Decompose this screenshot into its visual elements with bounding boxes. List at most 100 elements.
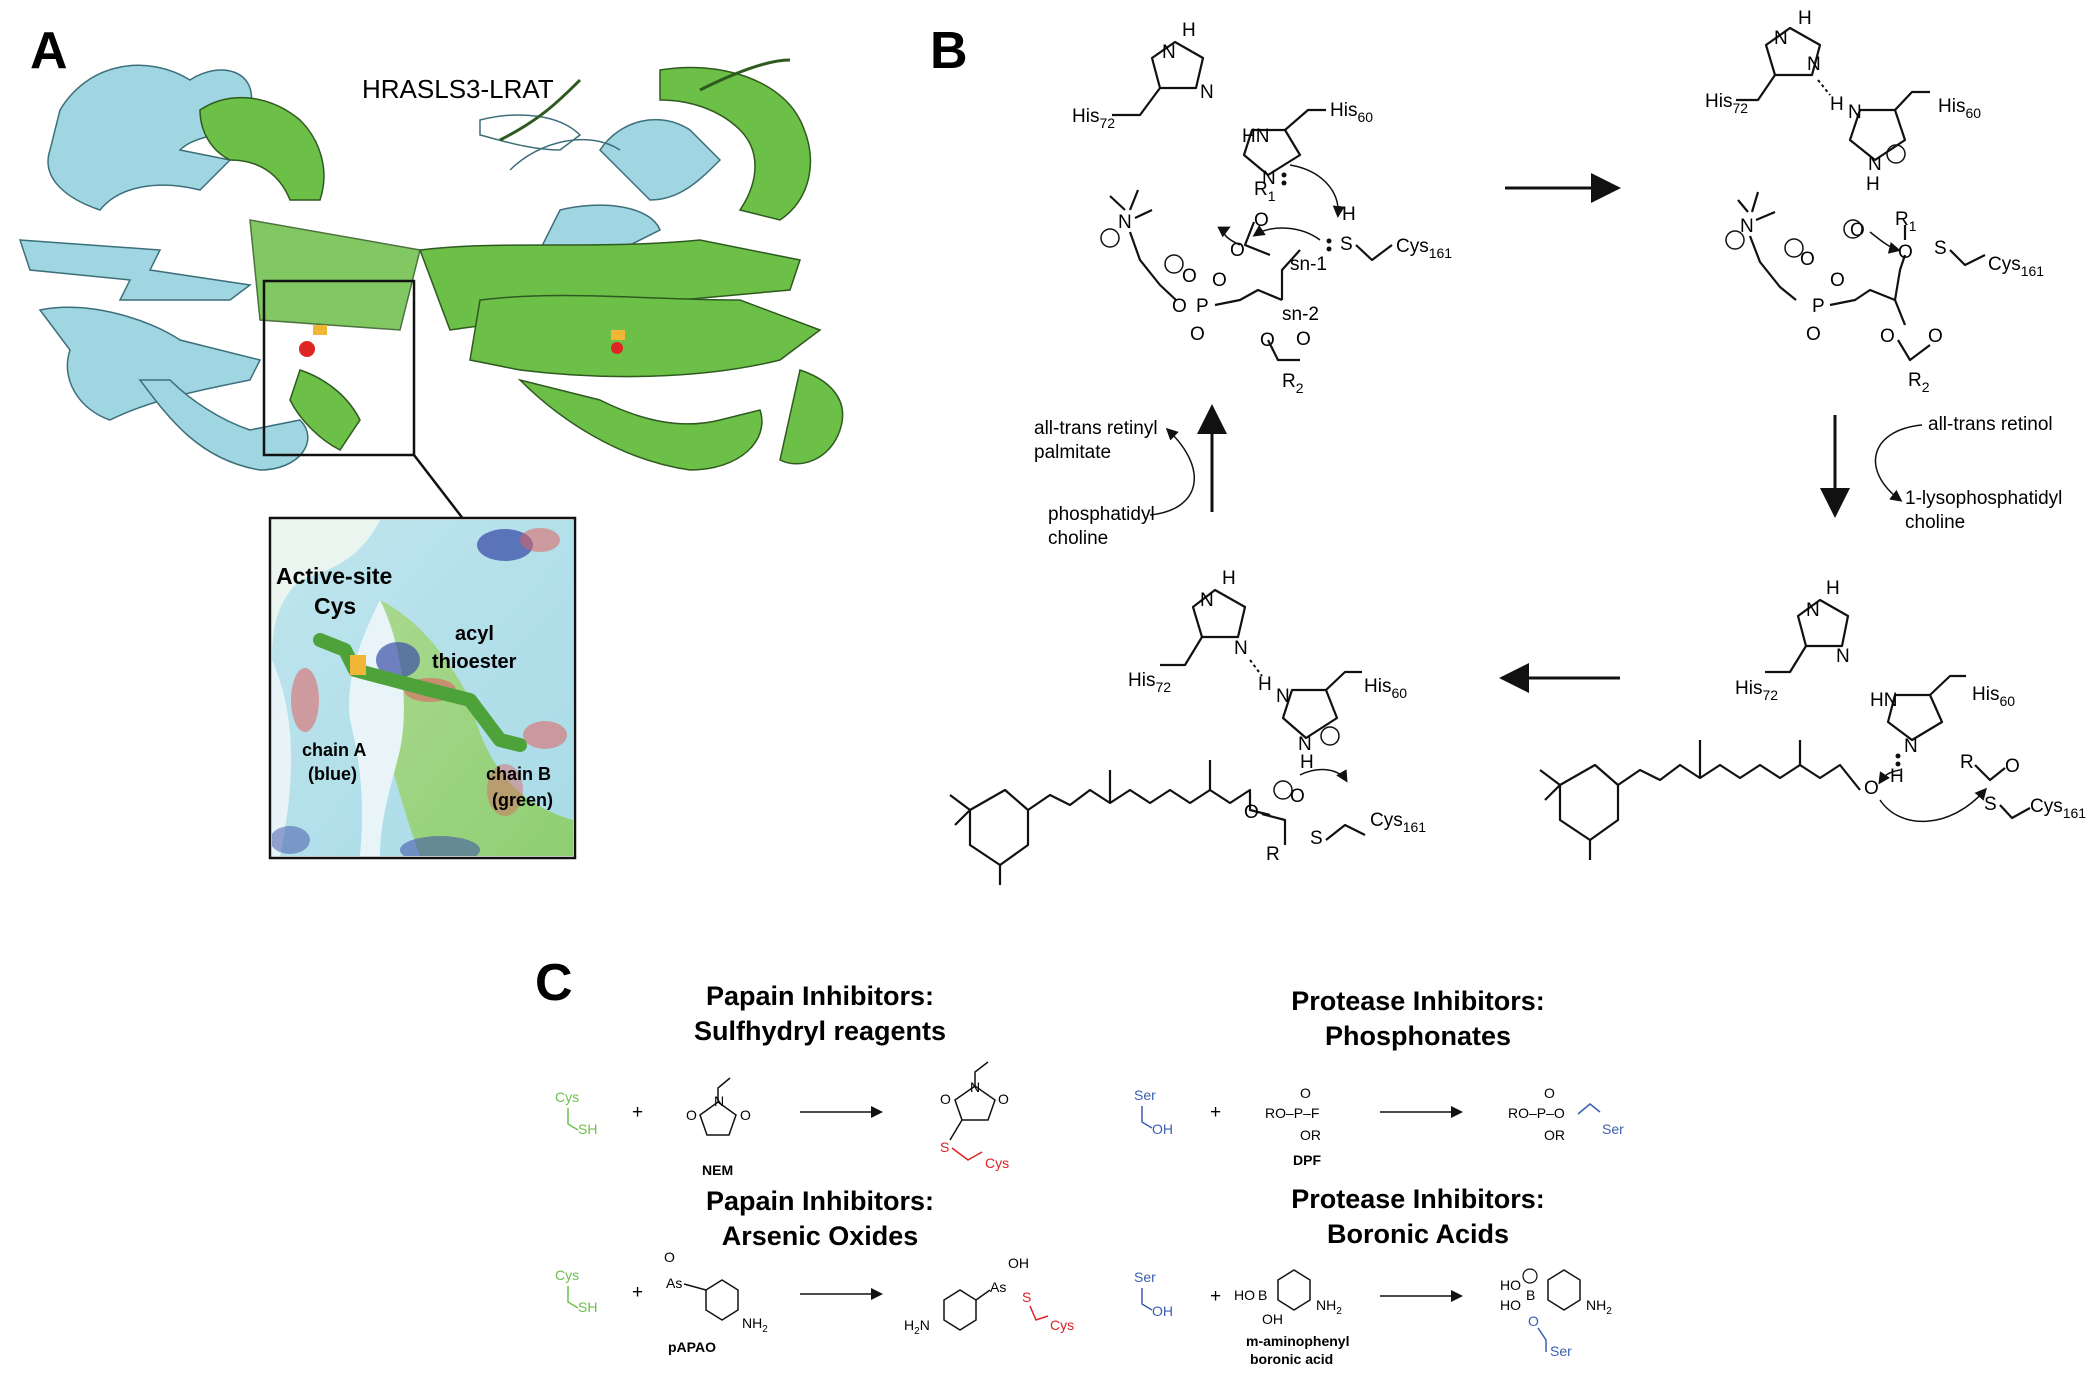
- boronate-o: O: [1528, 1313, 1539, 1329]
- his72d-h: H: [1222, 568, 1236, 589]
- adduct-o2: O: [998, 1091, 1009, 1107]
- panel-c-label: C: [535, 954, 573, 1012]
- title-papain-arsenic-line2: Arsenic Oxides: [722, 1221, 919, 1251]
- phosphate-b-o2: O: [1830, 270, 1845, 291]
- title-papain-arsenic-line1: Papain Inhibitors:: [706, 1186, 934, 1216]
- cys-residue-1: Cys: [555, 1089, 579, 1105]
- cys-sh-1: SH: [578, 1121, 597, 1137]
- sulfur-atom-a: [313, 325, 327, 335]
- title-papain-sulfhydryl-line1: Papain Inhibitors:: [706, 981, 934, 1011]
- tetra2-cys: Cys161: [1370, 810, 1426, 835]
- plus-2: +: [1210, 1102, 1221, 1123]
- thioester-s: S: [1984, 794, 1997, 815]
- phos-formula: RO–P–O: [1508, 1105, 1565, 1121]
- active-site-inset: Active-site Cys acyl thioester chain A (…: [268, 516, 577, 860]
- boronate-b: B: [1526, 1287, 1535, 1303]
- adduct-o1: O: [940, 1091, 951, 1107]
- mechanism-step-4: H N N His72 H N N H His60 O O R S Cys: [949, 568, 1426, 885]
- tetra2-o-ether: O: [1244, 802, 1259, 823]
- retinyl-palmitate-line1: all-trans retinyl: [1034, 418, 1158, 439]
- choline-b-n: N: [1740, 216, 1754, 237]
- inset-acyl-line1: acyl: [455, 623, 494, 645]
- dpf-formula: RO–P–F: [1265, 1105, 1319, 1121]
- mechanism-step-2: H N N His72 H N N H His60 N O P O O O: [1705, 8, 2044, 395]
- zoom-box: [262, 279, 416, 457]
- ser-oh-2: OH: [1152, 1303, 1173, 1319]
- adduct2-h2n: H2N: [904, 1317, 930, 1337]
- plus-4: +: [1210, 1286, 1221, 1307]
- pc-label-line1: phosphatidyl: [1048, 504, 1155, 525]
- phosphate-b-o-minus: O: [1800, 249, 1815, 270]
- adduct2-s: S: [1022, 1289, 1031, 1305]
- cys-residue-2: Cys: [555, 1267, 579, 1283]
- cys-label: Cys161: [1396, 236, 1452, 261]
- boronic-nh2: NH2: [1316, 1297, 1342, 1317]
- his60-label: His60: [1330, 100, 1373, 125]
- adduct-s: S: [940, 1139, 949, 1155]
- his60b-label: His60: [1938, 96, 1981, 121]
- zoom-connector: [413, 454, 465, 521]
- oxygen-atom-a: [299, 341, 315, 357]
- boronate-ser: Ser: [1550, 1343, 1572, 1359]
- tetra-o-sn2: O: [1880, 326, 1895, 347]
- boronic-ho: HO: [1234, 1287, 1255, 1303]
- his72-n1: N: [1162, 42, 1176, 63]
- tetra-r2: R2: [1908, 370, 1930, 395]
- reaction-boronic: Ser OH + HO B OH NH2 m-aminophenyl boron…: [1134, 1268, 1612, 1367]
- his60c-hn: HN: [1870, 690, 1897, 711]
- adduct2-as: As: [990, 1279, 1006, 1295]
- his72b-label: His72: [1705, 91, 1748, 116]
- cys-sh-2: SH: [578, 1299, 597, 1315]
- protein-title: HRASLS3-LRAT: [362, 74, 554, 104]
- his60d-n1: N: [1276, 686, 1290, 707]
- retinol-o: O: [1864, 778, 1879, 799]
- phosphate-o3: O: [1190, 324, 1205, 345]
- tetra-carbonyl-o: O: [1928, 326, 1943, 347]
- cys-h: H: [1342, 204, 1356, 225]
- plus-3: +: [632, 1282, 643, 1303]
- his60b-n1: N: [1848, 102, 1862, 123]
- papao-o: O: [664, 1249, 675, 1265]
- thioester-o: O: [2005, 756, 2020, 777]
- his72d-n3: N: [1234, 638, 1248, 659]
- nem-n: N: [714, 1093, 724, 1109]
- oxygen-atom-b: [611, 342, 623, 354]
- tetra-s: S: [1934, 238, 1947, 259]
- papao-nh2: NH2: [742, 1315, 768, 1335]
- inset-active-site-line2: Cys: [314, 593, 356, 619]
- inset-active-site-line1: Active-site: [276, 563, 392, 589]
- boronic-label-line1: m-aminophenyl: [1246, 1333, 1349, 1349]
- his72b-n1: N: [1774, 28, 1788, 49]
- panel-b-label: B: [930, 22, 968, 80]
- r1-label: R1: [1254, 179, 1276, 204]
- his72d-label: His72: [1128, 670, 1171, 695]
- title-papain-sulfhydryl-line2: Sulfhydryl reagents: [694, 1016, 946, 1046]
- phos-o: O: [1544, 1085, 1555, 1101]
- inset-chain-b-line1: chain B: [486, 764, 551, 784]
- ser-oh-1: OH: [1152, 1121, 1173, 1137]
- chain-b-ribbon: [199, 58, 844, 471]
- tetra-cys: Cys161: [1988, 254, 2044, 279]
- boronate-nh2: NH2: [1586, 1297, 1612, 1317]
- his60c-n: N: [1904, 736, 1918, 757]
- his72c-label: His72: [1735, 678, 1778, 703]
- adduct2-cys: Cys: [1050, 1317, 1074, 1333]
- his60d-h3: H: [1300, 752, 1314, 773]
- tetra2-o-minus: O: [1290, 786, 1305, 807]
- dpf-or: OR: [1300, 1127, 1321, 1143]
- his72-h: H: [1182, 20, 1196, 41]
- retinyl-palmitate-line2: palmitate: [1034, 442, 1111, 463]
- his60-n: N: [1262, 168, 1276, 189]
- his72d-n1: N: [1200, 590, 1214, 611]
- boronic-b: B: [1258, 1287, 1267, 1303]
- phosphate-b-p: P: [1812, 296, 1825, 317]
- lysopc-label-line1: 1-lysophosphatidyl: [1905, 488, 2062, 509]
- title-protease-boronic-line1: Protease Inhibitors:: [1291, 1184, 1545, 1214]
- dpf-o: O: [1300, 1085, 1311, 1101]
- lysopc-label-line2: choline: [1905, 512, 1965, 533]
- his60d-h: H: [1258, 674, 1272, 695]
- inset-chain-a-line2: (blue): [308, 764, 357, 784]
- sn2-label: sn-2: [1282, 304, 1319, 325]
- phosphate-o2: O: [1212, 270, 1227, 291]
